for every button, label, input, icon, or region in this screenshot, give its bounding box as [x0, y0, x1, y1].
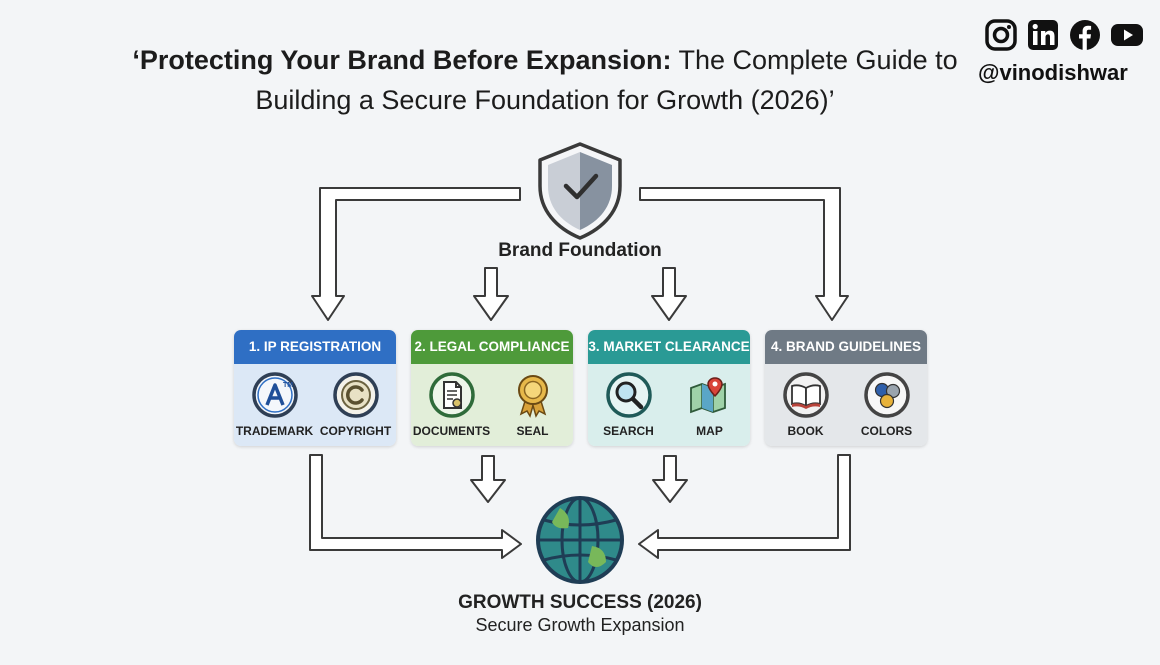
arrow-foundation-to-ip: [311, 187, 521, 321]
facebook-icon[interactable]: [1068, 18, 1102, 52]
foundation-label: Brand Foundation: [498, 240, 662, 261]
globe-icon: [536, 496, 624, 584]
social-links: [984, 18, 1154, 52]
shield-check-icon: [538, 142, 622, 240]
pillar-item-label: SEAL: [516, 424, 549, 438]
pillar-item: COPYRIGHT: [317, 370, 395, 438]
pillar-item-label: COPYRIGHT: [319, 424, 392, 438]
pillar-body: TM TRADEMARK COPYRIGHT: [234, 364, 396, 446]
pillar-card-market-clearance: 3. MARKET CLEARANCE SEARCH MAP: [588, 330, 750, 446]
pillar-card-ip-registration: 1. IP REGISTRATION TM TRADEMARK COPYRIGH…: [234, 330, 396, 446]
pillar-body: DOCUMENTS SEAL: [411, 364, 573, 446]
pillar-item-label: TRADEMARK: [235, 424, 314, 438]
documents-icon: [428, 372, 475, 418]
pillar-item-label: DOCUMENTS: [412, 424, 491, 438]
growth-subtitle: Secure Growth Expansion: [475, 615, 685, 635]
arrow-legal-to-growth: [470, 455, 506, 503]
arrow-market-to-growth: [652, 455, 688, 503]
linkedin-icon[interactable]: [1026, 18, 1060, 52]
search-icon: [605, 372, 652, 418]
pillar-item-label: BOOK: [787, 424, 824, 438]
arrow-foundation-to-guidelines: [639, 187, 849, 321]
pillar-body: BOOK COLORS: [765, 364, 927, 446]
pillar-body: SEARCH MAP: [588, 364, 750, 446]
pillar-item: SEAL: [494, 370, 572, 438]
instagram-icon[interactable]: [984, 18, 1018, 52]
svg-text:TM: TM: [283, 382, 293, 389]
pillar-card-legal-compliance: 2. LEGAL COMPLIANCE DOCUMENTS SEAL: [411, 330, 573, 446]
title-bold: ‘Protecting Your Brand Before Expansion:: [132, 45, 672, 75]
arrow-foundation-to-legal: [473, 267, 509, 321]
pillar-item: SEARCH: [590, 370, 668, 438]
pillar-item: COLORS: [848, 370, 926, 438]
copyright-icon: [332, 372, 379, 418]
arrow-foundation-to-market: [651, 267, 687, 321]
title-regular: The Complete Guide to Building a Secure …: [255, 45, 958, 115]
pillar-item-label: COLORS: [860, 424, 913, 438]
pillar-item: DOCUMENTS: [413, 370, 491, 438]
map-icon: [689, 377, 726, 414]
pillar-item: BOOK: [767, 370, 845, 438]
pillar-title: 1. IP REGISTRATION: [234, 330, 396, 364]
pillar-item: MAP: [671, 370, 749, 438]
growth-title: GROWTH SUCCESS (2026): [458, 592, 702, 613]
arrow-guidelines-to-growth: [638, 454, 851, 559]
colors-icon: [863, 372, 910, 418]
book-icon: [782, 372, 829, 418]
pillar-card-brand-guidelines: 4. BRAND GUIDELINES BOOK COLORS: [765, 330, 927, 446]
pillar-item-label: MAP: [696, 424, 723, 438]
social-handle: @vinodishwar: [978, 60, 1128, 85]
pillar-item-label: SEARCH: [603, 424, 654, 438]
trademark-icon: TM: [251, 372, 298, 418]
pillar-item: TM TRADEMARK: [236, 370, 314, 438]
pillar-title: 2. LEGAL COMPLIANCE: [411, 330, 573, 364]
seal-icon: [517, 375, 548, 418]
arrow-ip-to-growth: [309, 454, 522, 559]
pillar-title: 3. MARKET CLEARANCE: [588, 330, 750, 364]
page-title: ‘Protecting Your Brand Before Expansion:…: [130, 40, 960, 120]
youtube-icon[interactable]: [1110, 18, 1144, 52]
pillar-title: 4. BRAND GUIDELINES: [765, 330, 927, 364]
